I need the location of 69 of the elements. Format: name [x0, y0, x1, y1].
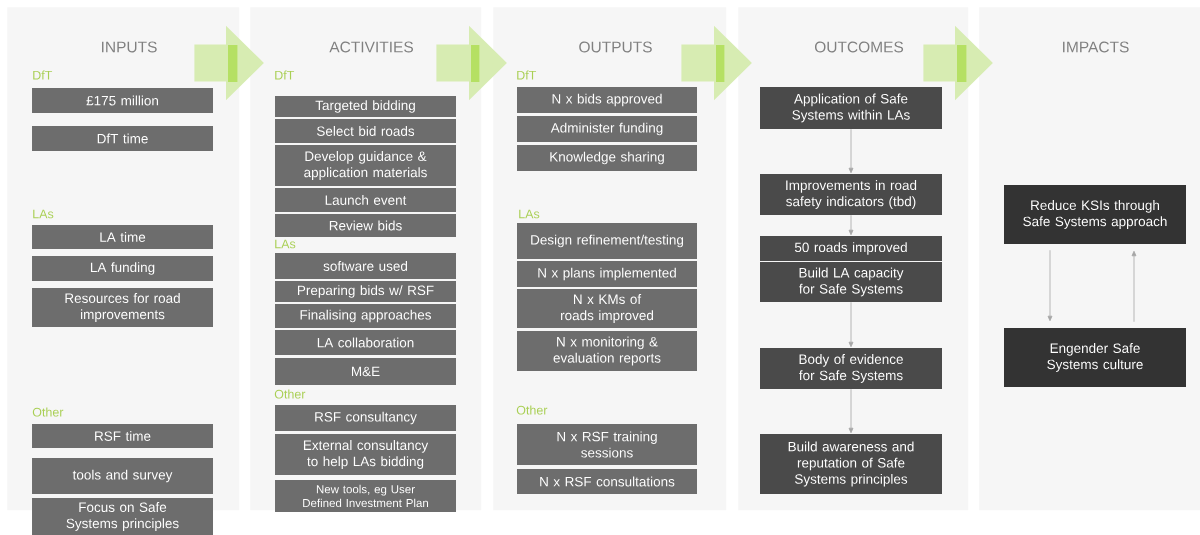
text-box: M&E [275, 358, 456, 385]
text-box: tools and survey [32, 458, 213, 494]
node-label: Review bids [329, 220, 402, 231]
node-label: Launch event [325, 195, 407, 205]
node-label: LA collaboration [317, 337, 414, 348]
node-label: Build LA capacity for Safe Systems [799, 267, 904, 297]
arrow [1131, 250, 1137, 323]
node-label: 50 roads improved [794, 242, 907, 255]
text-box: Develop guidance & application materials [275, 145, 456, 186]
node-label: N x KMs of roads improved [561, 294, 654, 323]
text-box: Build awareness and reputation of Safe Systems principles [760, 434, 942, 494]
node-label: Preparing bids w/ RSF [297, 285, 434, 298]
group-label: LAs [275, 239, 296, 249]
text-box: N x KMs of roads improved [517, 289, 697, 328]
text-box: LA time [32, 225, 213, 249]
text-box: LA funding [32, 256, 213, 281]
arrow [848, 214, 854, 236]
text-box: software used [275, 253, 456, 279]
text-box: RSF time [32, 424, 213, 448]
arrow [1047, 249, 1053, 322]
arrow [848, 388, 854, 434]
column-heading: IMPACTS [1063, 41, 1129, 53]
text-box: Knowledge sharing [517, 145, 697, 171]
text-box: Preparing bids w/ RSF [275, 281, 456, 302]
text-box: Launch event [275, 188, 456, 212]
text-box: Improvements in road safety indicators (tbd) [760, 174, 942, 215]
text-box: 50 roads improved [760, 236, 942, 261]
text-box: £175 million [32, 88, 213, 113]
text-box: DfT time [32, 126, 213, 151]
text-box: New tools, eg User Defined Investment Plan [275, 480, 456, 512]
text-box: N x bids approved [517, 87, 697, 113]
text-box: Targeted bidding [275, 96, 456, 117]
node-label: software used [323, 261, 408, 271]
text-box: Select bid roads [275, 119, 456, 143]
arrow [848, 128, 854, 174]
text-box: Focus on Safe Systems principles [32, 498, 213, 535]
group-label: DfT [275, 70, 295, 80]
text-box: N x RSF training sessions [517, 424, 697, 465]
column-heading: ACTIVITIES [329, 41, 413, 53]
text-box: N x RSF consultations [517, 469, 697, 494]
text-box: Administer funding [517, 116, 697, 142]
node-label: Select bid roads [316, 126, 415, 136]
text-box: N x plans implemented [517, 261, 697, 287]
arrow [848, 301, 854, 348]
text-box: RSF consultancy [275, 405, 456, 431]
node-label: Develop guidance & application materials [304, 151, 427, 180]
text-box: Application of Safe Systems within LAs [760, 87, 942, 129]
node-label: Targeted bidding [315, 100, 415, 113]
text-box: Finalising approaches [275, 304, 456, 328]
column-heading: INPUTS [102, 41, 157, 53]
group-label: Other [516, 405, 548, 415]
text-box: Body of evidence for Safe Systems [760, 348, 942, 389]
text-box: Engender Safe Systems culture [1004, 328, 1186, 387]
text-box: Build LA capacity for Safe Systems [760, 262, 942, 302]
node-label: N x plans implemented [538, 267, 676, 281]
text-box: Reduce KSIs through Safe Systems approach [1004, 185, 1186, 244]
text-box: External consultancy to help LAs bidding [275, 434, 456, 475]
column-heading: OUTPUTS [579, 41, 652, 53]
group-label: LAs [33, 209, 54, 219]
group-label: Other [274, 389, 306, 399]
text-box: N x monitoring & evaluation reports [517, 331, 697, 371]
group-label: DfT [517, 70, 537, 80]
column-heading: OUTCOMES [814, 41, 904, 53]
node-label: Finalising approaches [300, 309, 432, 323]
text-box: Design refinement/testing [517, 223, 697, 259]
text-box: LA collaboration [275, 330, 456, 355]
text-box: Resources for road improvements [32, 288, 213, 327]
node-label: Design refinement/testing [531, 234, 684, 248]
text-box: Review bids [275, 214, 456, 237]
